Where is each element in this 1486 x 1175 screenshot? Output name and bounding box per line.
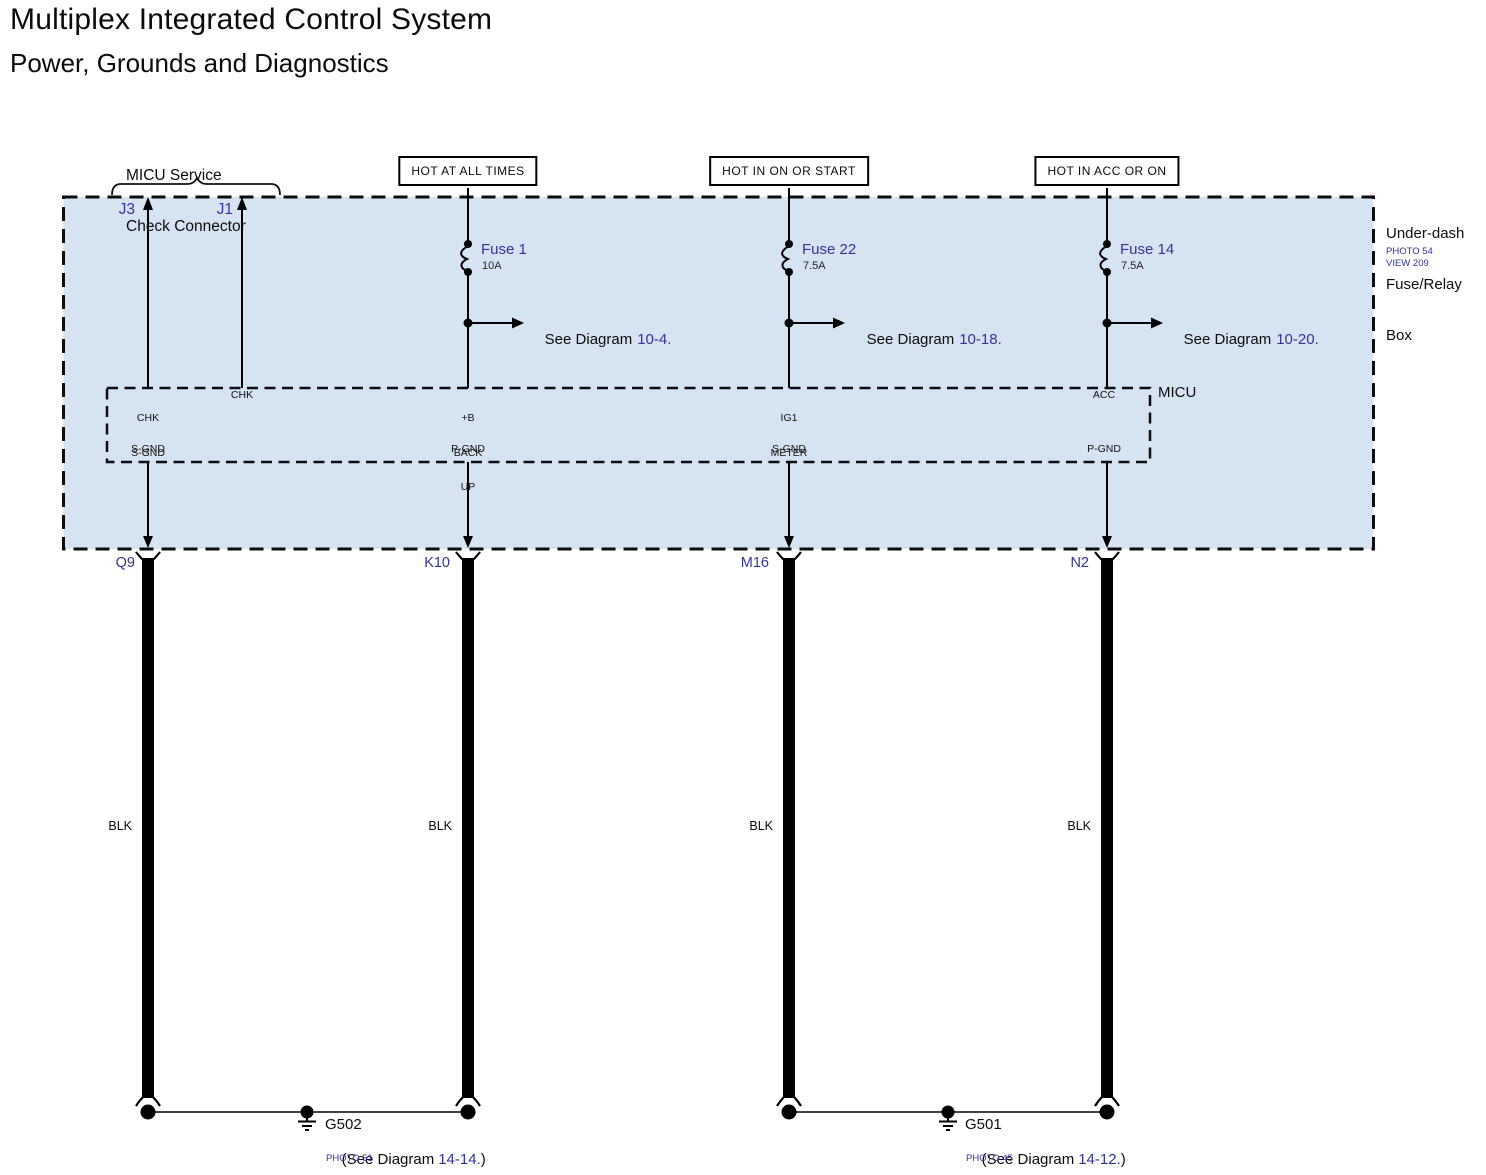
blk-wire-q9 [135, 551, 161, 1107]
micu-box [105, 386, 1152, 464]
wire-fuse22 [781, 188, 834, 388]
arrow-up-j1 [237, 197, 247, 210]
service-connector-brace [111, 175, 281, 196]
underdash-fuse-relay-box [62, 195, 1375, 551]
diagram-10-18-link[interactable]: 10-18. [959, 331, 1002, 349]
micu-pin-pgnd-1: P-GND [451, 443, 485, 455]
junction-dot-f14 [1102, 318, 1112, 328]
micu-pin-sgnd-1: S-GND [131, 443, 165, 455]
diagram-14-12-link[interactable]: 14-12. [1078, 1151, 1121, 1169]
micu-pin-chk: CHK [230, 389, 254, 401]
view-209-link[interactable]: VIEW 209 [1386, 258, 1429, 269]
wire-color-blk-1: BLK [108, 819, 132, 833]
micu-pin-ig1-meter: IG1 METER [770, 412, 808, 459]
micu-pin-acc: ACC [1092, 389, 1116, 401]
fuse22-rating: 7.5A [803, 260, 826, 272]
blk-wire-k10 [455, 551, 481, 1107]
wires-micu-to-bottom [147, 462, 1108, 537]
arrow-up-j3 [143, 197, 153, 210]
fuse14-terminal-bottom [1103, 268, 1111, 276]
fuse14-rating: 7.5A [1121, 260, 1144, 272]
arrow-down-n2 [1102, 536, 1112, 548]
junction-dot-f22 [784, 318, 794, 328]
wire-color-blk-3: BLK [749, 819, 773, 833]
arrow-down-q9 [143, 536, 153, 548]
page-title: Multiplex Integrated Control System [10, 3, 493, 36]
junction-dot-f1 [463, 318, 473, 328]
diagram-10-20-link[interactable]: 10-20. [1276, 331, 1319, 349]
micu-pin-b-backup: +B BACK UP [453, 412, 483, 493]
connector-k10-link[interactable]: K10 [424, 555, 450, 571]
fuse1-label[interactable]: Fuse 1 [481, 241, 527, 258]
ground-g501-label: G501 [965, 1116, 1002, 1133]
fuse22-terminal-bottom [785, 268, 793, 276]
hot-at-all-times-box: HOT AT ALL TIMES [398, 156, 538, 186]
page-subtitle: Power, Grounds and Diagnostics [10, 48, 389, 78]
ground-g502-label: G502 [325, 1116, 362, 1133]
ground-g502-symbol [140, 1104, 476, 1131]
fuse22-element [781, 245, 791, 272]
service-connector-label: MICU Service Check Connector [126, 133, 246, 269]
wire-fuse1 [460, 188, 513, 388]
arrow-down-m16 [784, 536, 794, 548]
micu-pin-chk-sgnd: CHK S-GND [131, 412, 165, 459]
pin-j3-link[interactable]: J3 [118, 201, 135, 218]
connector-n2-link[interactable]: N2 [1070, 555, 1089, 571]
connector-q9-link[interactable]: Q9 [115, 555, 135, 571]
diagram-14-14-link[interactable]: 14-14. [438, 1151, 481, 1169]
see-diagram-text: See Diagram [866, 331, 955, 349]
blk-wire-m16 [776, 551, 802, 1107]
photo-51-link[interactable]: PHOTO 51 [326, 1153, 373, 1164]
photo-45-link[interactable]: PHOTO 45 [966, 1153, 1013, 1164]
fuse1-element [460, 245, 470, 272]
arrow-right-f22 [833, 317, 845, 329]
fuse14-label[interactable]: Fuse 14 [1120, 241, 1175, 258]
micu-pin-pgnd-2: P-GND [1087, 443, 1121, 455]
arrow-down-k10 [463, 536, 473, 548]
service-connector-line1: MICU Service [126, 167, 222, 184]
ground-g501-symbol [781, 1104, 1115, 1131]
fuse14-terminal-top [1103, 240, 1111, 248]
see-diagram-text: See Diagram [544, 331, 633, 349]
fuse1-terminal-top [464, 240, 472, 248]
fuse22-label[interactable]: Fuse 22 [802, 241, 857, 258]
arrow-right-f14 [1151, 317, 1163, 329]
wire-color-blk-4: BLK [1067, 819, 1091, 833]
underdash-line1: Under-dash [1386, 225, 1465, 242]
service-connector-line2: Check Connector [126, 218, 246, 235]
blk-wire-n2 [1094, 551, 1120, 1107]
micu-label: MICU [1158, 384, 1197, 401]
underdash-box-label: Under-dash Fuse/Relay Box [1386, 191, 1464, 378]
wire-color-blk-2: BLK [428, 819, 452, 833]
pin-j1-link[interactable]: J1 [216, 201, 233, 218]
diagram-10-4-link[interactable]: 10-4. [637, 331, 672, 349]
connector-m16-link[interactable]: M16 [740, 555, 769, 571]
underdash-line3: Box [1386, 327, 1412, 344]
hot-in-on-or-start-box: HOT IN ON OR START [709, 156, 869, 186]
hot-in-acc-or-on-box: HOT IN ACC OR ON [1034, 156, 1180, 186]
wire-fuse14 [1099, 188, 1152, 388]
photo-54-link[interactable]: PHOTO 54 [1386, 246, 1433, 257]
underdash-line2: Fuse/Relay [1386, 276, 1462, 293]
fuse14-element [1099, 245, 1109, 272]
arrow-right-f1 [512, 317, 524, 329]
fuse22-terminal-top [785, 240, 793, 248]
micu-pin-sgnd-2: S-GND [772, 443, 806, 455]
fuse1-rating: 10A [482, 260, 502, 272]
see-diagram-text: See Diagram [1183, 331, 1272, 349]
fuse1-terminal-bottom [464, 268, 472, 276]
